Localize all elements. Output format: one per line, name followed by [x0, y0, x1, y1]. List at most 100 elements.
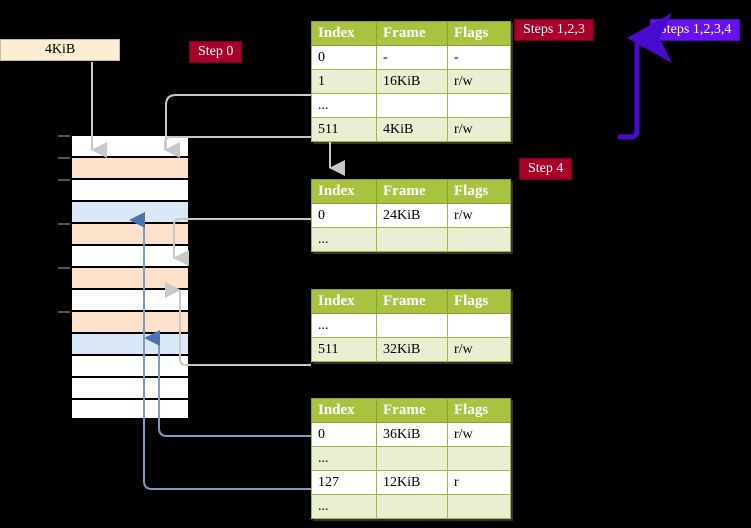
column-header: Index	[311, 179, 377, 204]
table-cell: r/w	[447, 69, 511, 94]
memory-row-tick	[58, 179, 70, 181]
memory-row	[58, 134, 190, 156]
table-cell	[376, 494, 448, 519]
memory-row	[70, 398, 190, 420]
column-header: Index	[311, 398, 377, 423]
table-row: ...	[311, 93, 511, 118]
table-cell: ...	[311, 93, 377, 118]
table-cell: r	[447, 470, 511, 495]
table-cell: 32KiB	[376, 337, 448, 362]
table-row: 0--	[311, 45, 511, 70]
column-header: Frame	[376, 21, 448, 46]
table-cell: ...	[311, 227, 377, 252]
memory-row	[70, 332, 190, 354]
table-cell: 16KiB	[376, 69, 448, 94]
table-cell: 1	[311, 69, 377, 94]
memory-row-tick	[58, 311, 70, 313]
table-cell	[376, 93, 448, 118]
table-cell: ...	[311, 313, 377, 338]
table-cell: r/w	[447, 422, 511, 447]
table-cell: ...	[311, 494, 377, 519]
column-header: Frame	[376, 289, 448, 314]
table-cell: r/w	[447, 337, 511, 362]
memory-row	[58, 310, 190, 332]
memory-row	[70, 244, 190, 266]
table-cell: 24KiB	[376, 203, 448, 228]
memory-row	[70, 288, 190, 310]
column-header: Frame	[376, 398, 448, 423]
memory-row-tick	[58, 157, 70, 159]
table-cell: 127	[311, 470, 377, 495]
step-label-step-4: Step 4	[519, 158, 573, 180]
memory-row	[70, 354, 190, 376]
column-header: Flags	[447, 398, 511, 423]
table-cell	[376, 227, 448, 252]
step-label-steps-1-2-3: Steps 1,2,3	[514, 19, 594, 41]
column-header: Flags	[447, 289, 511, 314]
step-label-step-0: Step 0	[189, 41, 243, 63]
table-cell	[447, 93, 511, 118]
table-cell: 0	[311, 45, 377, 70]
memory-row	[58, 178, 190, 200]
memory-row	[58, 222, 190, 244]
memory-row	[58, 156, 190, 178]
table-cell	[447, 313, 511, 338]
memory-row	[70, 376, 190, 398]
arrow-table2-to-grid	[173, 218, 311, 266]
step-label-steps-1-2-3-4: Steps 1,2,3,4	[650, 19, 741, 41]
column-header: Frame	[376, 179, 448, 204]
memory-row	[70, 200, 190, 222]
memory-row-tick	[58, 267, 70, 269]
column-header: Index	[311, 21, 377, 46]
table-row: ...	[311, 313, 511, 338]
table-cell: 4KiB	[376, 117, 448, 142]
table-row: ...	[311, 446, 511, 471]
table-cell: r/w	[447, 203, 511, 228]
table-cell	[376, 446, 448, 471]
table-cell: 36KiB	[376, 422, 448, 447]
table-row: ...	[311, 494, 511, 519]
table-cell: 0	[311, 422, 377, 447]
arrow-steps-bracket	[617, 13, 672, 140]
table-cell: 12KiB	[376, 470, 448, 495]
column-header: Flags	[447, 179, 511, 204]
table-cell: ...	[311, 446, 377, 471]
table-cell	[447, 494, 511, 519]
table-cell: -	[376, 45, 448, 70]
table-row: ...	[311, 227, 511, 252]
memory-row-tick	[58, 135, 70, 137]
arrow-table3-to-grid	[165, 282, 311, 366]
source-frame-box: 4KiB	[0, 39, 120, 61]
column-header: Index	[311, 289, 377, 314]
table-cell	[447, 446, 511, 471]
table-cell: 0	[311, 203, 377, 228]
memory-row	[58, 266, 190, 288]
table-cell: r/w	[447, 117, 511, 142]
table-cell: 511	[311, 337, 377, 362]
table-cell: -	[447, 45, 511, 70]
table-cell	[447, 227, 511, 252]
table-cell	[376, 313, 448, 338]
physical-memory-grid	[58, 134, 190, 420]
column-header: Flags	[447, 21, 511, 46]
source-frame-label: 4KiB	[44, 42, 76, 57]
table-cell: 511	[311, 117, 377, 142]
